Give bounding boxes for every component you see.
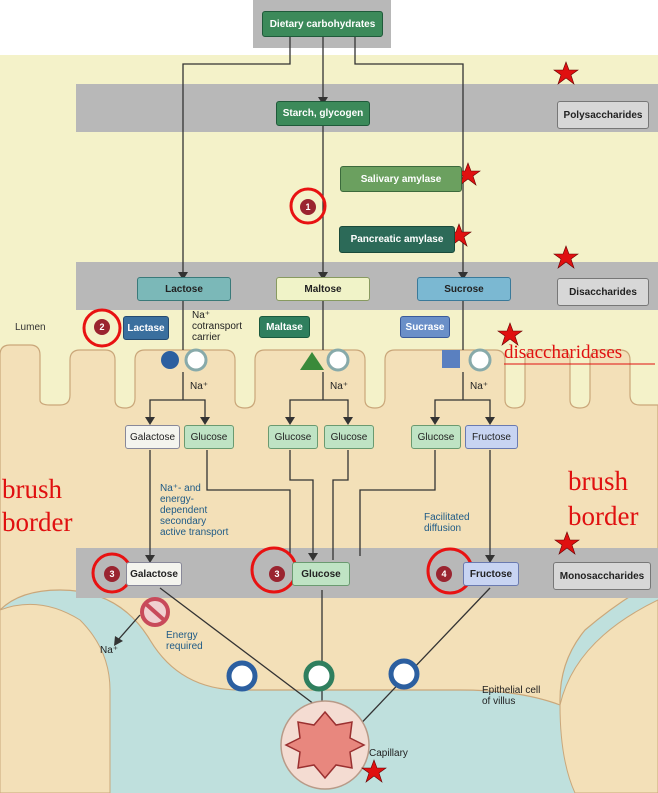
disaccharidases-annotation: disaccharidases xyxy=(504,342,623,363)
step-4-badge: 4 xyxy=(436,566,452,582)
dietary-carbohydrates-box: Dietary carbohydrates xyxy=(262,11,383,37)
left-villus xyxy=(0,603,111,793)
monosaccharides-label: Monosaccharides xyxy=(553,562,651,590)
sucrase-transporter-icon xyxy=(442,350,460,368)
brush-border-left-line-2: border xyxy=(2,507,73,537)
na-out-label: Na⁺ xyxy=(100,645,119,656)
fructose-box: Fructose xyxy=(465,425,518,449)
na-energy-line-4: secondary xyxy=(160,516,207,527)
brush-border-right-line-1: brush xyxy=(568,466,628,496)
star-icon xyxy=(361,759,387,783)
na-energy-line-5: active transport xyxy=(160,527,229,538)
na-cotransport-line-1: Na⁺ xyxy=(192,310,211,321)
glut-transporter-2-icon xyxy=(303,660,335,692)
glut-transporter-1-icon xyxy=(226,660,258,692)
na-energy-line-3: dependent xyxy=(160,505,208,516)
star-icon xyxy=(553,61,579,85)
capillary-lumen xyxy=(284,710,366,780)
na-label-2: Na⁺ xyxy=(330,381,349,392)
maltase-box: Maltase xyxy=(259,316,310,338)
step-3a-badge: 3 xyxy=(104,566,120,582)
brush-border-right-line-2: border xyxy=(568,501,639,531)
galactose-box: Galactose xyxy=(125,425,180,449)
flow-lines xyxy=(117,37,491,736)
energy-required-line-2: required xyxy=(166,641,203,652)
na-carrier-icon xyxy=(184,348,208,372)
disaccharides-label: Disaccharides xyxy=(557,278,649,306)
epithelial-line-2: of villus xyxy=(482,696,516,707)
lactase-box: Lactase xyxy=(123,316,169,340)
glucose-box-4: Glucose xyxy=(411,425,461,449)
star-icon xyxy=(497,322,523,346)
glucose-box-3: Glucose xyxy=(324,425,374,449)
star-icon xyxy=(554,531,580,555)
na-cotransport-line-2: cotransport xyxy=(192,321,243,332)
na-label-1: Na⁺ xyxy=(190,381,209,392)
polysaccharides-label: Polysaccharides xyxy=(557,101,649,129)
starch-glycogen-box: Starch, glycogen xyxy=(276,101,370,126)
sucrose-box: Sucrose xyxy=(417,277,511,301)
step-1-badge: 1 xyxy=(300,199,316,215)
star-icon xyxy=(553,245,579,269)
na-energy-line-1: Na⁺- and xyxy=(160,483,201,494)
facilitated-line-2: diffusion xyxy=(424,523,462,534)
glucose-box-2: Glucose xyxy=(268,425,318,449)
na-carrier-3-icon xyxy=(468,348,492,372)
lactose-box: Lactose xyxy=(137,277,231,301)
brush-border-left-line-1: brush xyxy=(2,474,62,504)
capillary-label: Capillary xyxy=(369,748,408,759)
glucose-box-1: Glucose xyxy=(184,425,234,449)
fructose-mono-box: Fructose xyxy=(463,562,519,586)
galactose-mono-box: Galactose xyxy=(126,562,182,586)
na-carrier-2-icon xyxy=(326,348,350,372)
maltase-transporter-icon xyxy=(300,352,324,370)
epithelial-line-1: Epithelial cell xyxy=(482,685,541,696)
sucrase-box: Sucrase xyxy=(400,316,450,338)
facilitated-line-1: Facilitated xyxy=(424,512,470,523)
pancreatic-amylase-box: Pancreatic amylase xyxy=(339,226,455,253)
step-2-badge: 2 xyxy=(94,319,110,335)
lumen-label: Lumen xyxy=(15,322,46,333)
step-3b-badge: 3 xyxy=(269,566,285,582)
maltose-box: Maltose xyxy=(276,277,370,301)
salivary-amylase-box: Salivary amylase xyxy=(340,166,462,192)
glucose-mono-box: Glucose xyxy=(292,562,350,586)
energy-required-line-1: Energy xyxy=(166,630,198,641)
na-cotransport-line-3: carrier xyxy=(192,332,221,343)
na-energy-line-2: energy- xyxy=(160,494,194,505)
glut-transporter-3-icon xyxy=(388,658,420,690)
lactase-transporter-icon xyxy=(161,351,179,369)
na-label-3: Na⁺ xyxy=(470,381,489,392)
